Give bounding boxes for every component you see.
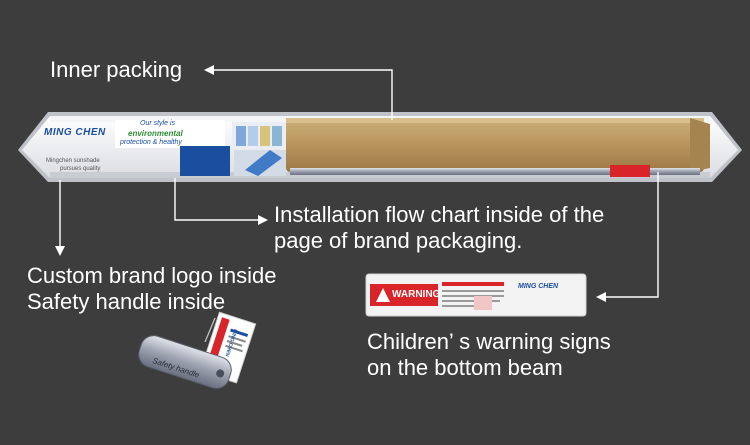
warning-label-brand: MING CHEN (518, 283, 559, 290)
kraft-inner-tube (286, 118, 710, 172)
callout-installation-line1: Installation flow chart inside of the (274, 202, 605, 227)
callout-warning-line1: Children’ s warning signs (367, 329, 611, 354)
package-tagline-2: pursues quality (60, 166, 101, 172)
callout-logo-line1: Custom brand logo inside (27, 263, 277, 288)
package-tagline-1: Mingchen sunshade (46, 158, 100, 164)
callout-warning-signs: Children’ s warning signs on the bottom … (367, 329, 611, 381)
package-slogan-2: environmental (128, 129, 183, 138)
package-brand: MING CHEN (44, 127, 106, 138)
package-print-panel (115, 120, 287, 176)
callout-inner-packing-text: Inner packing (50, 57, 183, 82)
callout-logo-line2: Safety handle inside (27, 289, 226, 314)
safety-handle (138, 311, 257, 389)
package-slogan-1: Our style is (140, 120, 176, 127)
callout-installation-line2: page of brand packaging. (274, 228, 523, 253)
callout-inner-packing: Inner packing (50, 57, 182, 83)
bottom-rail (290, 165, 700, 177)
callout-warning-line2: on the bottom beam (367, 355, 563, 380)
warning-label (365, 273, 587, 317)
warning-badge: WARNING (392, 289, 441, 300)
callout-logo-handle: Custom brand logo inside Safety handle i… (27, 263, 276, 315)
callout-arrowheads (55, 65, 606, 302)
package-slogan-3: protection & healthy (120, 139, 182, 146)
callout-installation: Installation flow chart inside of the pa… (274, 202, 604, 254)
callout-lines (59, 69, 659, 298)
